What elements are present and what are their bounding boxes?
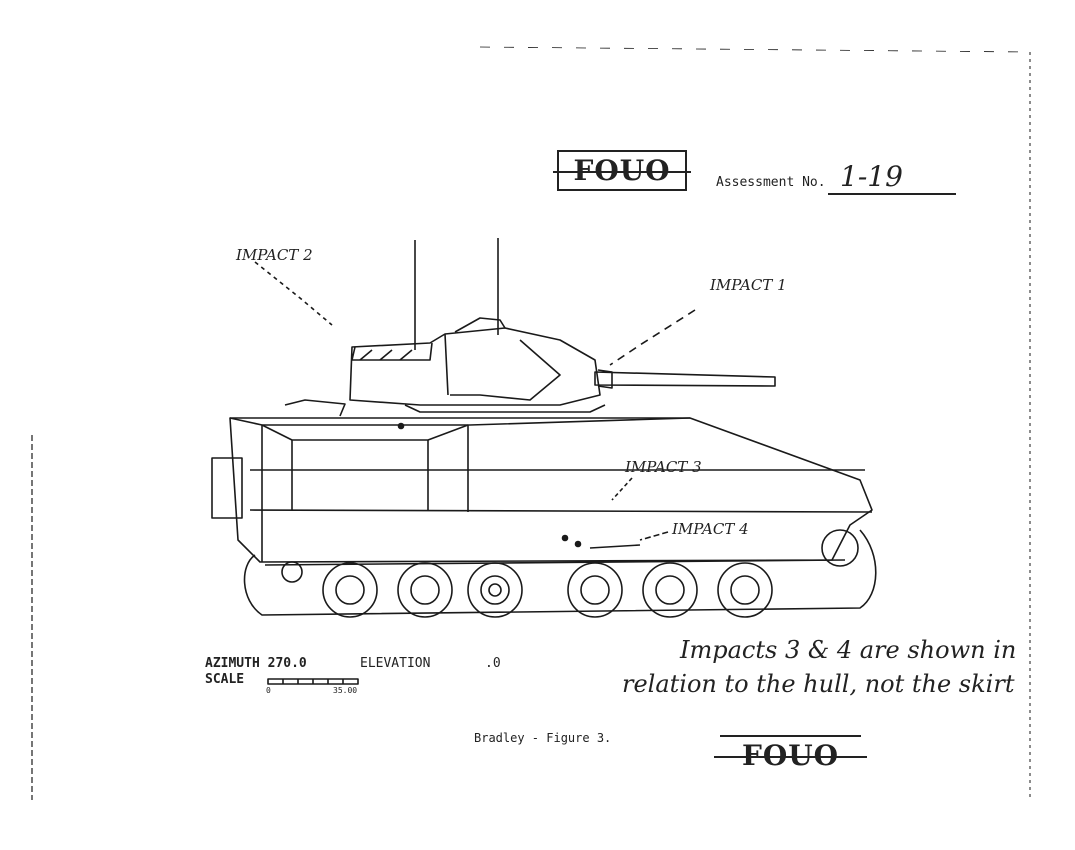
fouo-stamp-top: FOUO [553,150,691,191]
impact-4-label: IMPACT 4 [672,520,749,538]
elevation-value: .0 [485,656,501,671]
assessment-label: Assessment No. [716,175,826,190]
scale-label: SCALE [205,672,245,687]
azimuth-readout: AZIMUTH 270.0 [205,656,307,671]
impact-2-label: IMPACT 2 [236,246,313,264]
impact-3-label: IMPACT 3 [625,458,702,476]
assessment-underline [828,193,956,195]
stamp-strike [714,755,867,758]
assessment-number: 1-19 [840,160,903,193]
impact-1-label: IMPACT 1 [710,276,787,294]
scale-max-value: 35.00 [333,686,358,695]
fouo-stamp-bottom: FOUO [714,735,867,774]
handwritten-note-line-2: relation to the hull, not the skirt [622,670,1015,698]
elevation-label: ELEVATION [360,656,431,671]
handwritten-note-line-1: Impacts 3 & 4 are shown in [680,636,1017,664]
stamp-strike [553,170,691,173]
figure-caption: Bradley - Figure 3. [474,731,612,745]
scale-min-value: 0 [266,686,271,695]
